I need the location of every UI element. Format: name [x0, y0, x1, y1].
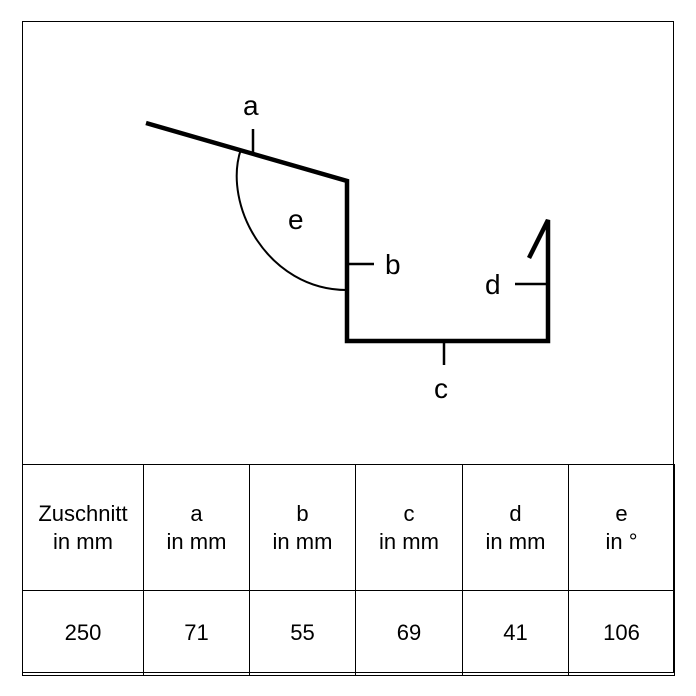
label-c: c — [434, 373, 448, 404]
value-cell-cut: 250 — [22, 590, 144, 676]
table-header-row: Zuschnitt in mm a in mm b in mm c in mm … — [22, 464, 675, 591]
value-cell-c: 69 — [355, 590, 463, 676]
label-e: e — [288, 204, 304, 235]
header-cell-a: a in mm — [143, 464, 250, 591]
table-value-row: 250 71 55 69 41 106 — [22, 590, 675, 676]
label-d: d — [485, 269, 501, 300]
profile-outline — [145, 120, 551, 344]
label-b: b — [385, 249, 401, 280]
value-cell-b: 55 — [249, 590, 356, 676]
profile-diagram: a e b d c — [145, 90, 551, 404]
value-cell-d: 41 — [462, 590, 569, 676]
dimension-table: Zuschnitt in mm a in mm b in mm c in mm … — [22, 464, 675, 676]
header-cell-cut: Zuschnitt in mm — [22, 464, 144, 591]
header-cell-b: b in mm — [249, 464, 356, 591]
label-a: a — [243, 90, 259, 121]
angle-arc-e — [235, 148, 348, 291]
value-cell-e: 106 — [568, 590, 675, 676]
header-cell-d: d in mm — [462, 464, 569, 591]
value-cell-a: 71 — [143, 590, 250, 676]
header-cell-e: e in ° — [568, 464, 675, 591]
header-cell-c: c in mm — [355, 464, 463, 591]
